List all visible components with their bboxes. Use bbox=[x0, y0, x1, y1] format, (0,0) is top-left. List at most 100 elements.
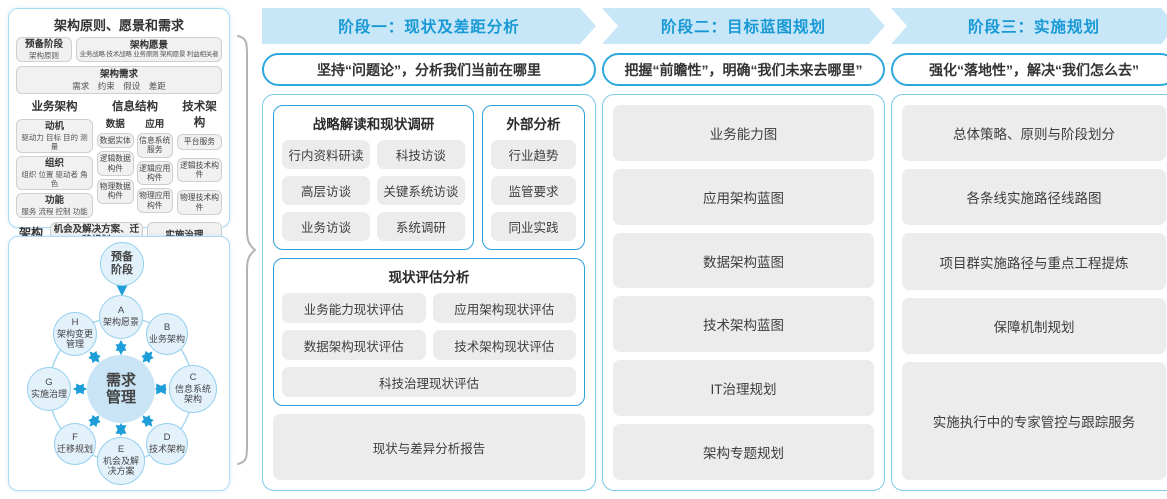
phase-2-item: IT治理规划 bbox=[613, 360, 874, 417]
prep-phase-sub: 架构原则 bbox=[29, 50, 59, 60]
phase-2-item: 架构专题规划 bbox=[613, 424, 874, 480]
data-item: 物理数据构件 bbox=[97, 178, 134, 204]
strategy-research-title: 战略解读和现状调研 bbox=[312, 117, 435, 132]
assessment-item: 技术架构现状评估 bbox=[432, 330, 576, 360]
adm-node-label: 技术架构 bbox=[148, 444, 185, 455]
assessment-item-full: 科技治理现状评估 bbox=[282, 367, 576, 397]
adm-node-g: G 实施治理 bbox=[27, 367, 71, 411]
data-item: 数据实体 bbox=[97, 132, 134, 149]
phase-2-subtitle: 把握“前瞻性”，明确“我们未来去哪里” bbox=[602, 53, 885, 86]
phase-3-item: 保障机制规划 bbox=[902, 297, 1166, 354]
phase-2-header-band: 阶段二：目标蓝图规划 bbox=[602, 8, 885, 44]
vision-sub: 业务战略 技术战略 业务原则 架构愿景 利益相关者 bbox=[79, 51, 219, 59]
phase-3-header-band: 阶段三：实施规划 bbox=[891, 8, 1167, 44]
function-title: 功能 bbox=[44, 194, 64, 206]
adm-node-letter: A bbox=[117, 305, 125, 317]
phase-3-item: 各条线实施路径线路图 bbox=[902, 169, 1166, 226]
phase-2-item: 技术架构蓝图 bbox=[613, 296, 874, 353]
adm-node-letter: D bbox=[163, 432, 171, 444]
business-architecture-column: 业务架构 动机 驱动力 目标 目的 测量 组织 组织 位置 驱动者 角色 功能 … bbox=[16, 98, 93, 218]
assessment-item: 数据架构现状评估 bbox=[282, 330, 426, 360]
technology-architecture-title: 技术架构 bbox=[182, 100, 217, 129]
arrow-d bbox=[141, 414, 154, 428]
adm-prep-circle: 预备阶段 bbox=[100, 242, 144, 286]
phase-1-column: 阶段一：现状及差距分析 坚持“问题论”，分析我们当前在哪里 战略解读和现状调研 … bbox=[262, 8, 596, 491]
technology-item: 物理技术构件 bbox=[177, 190, 222, 216]
function-box: 功能 服务 流程 控制 功能 bbox=[16, 192, 93, 218]
organization-box: 组织 组织 位置 驱动者 角色 bbox=[16, 155, 93, 190]
information-structure-title: 信息结构 bbox=[112, 100, 158, 113]
adm-node-d: D 技术架构 bbox=[146, 423, 188, 465]
assessment-box: 现状评估分析 业务能力现状评估 应用架构现状评估 数据架构现状评估 技术架构现状… bbox=[273, 258, 585, 406]
phase-2-item: 数据架构蓝图 bbox=[613, 232, 874, 289]
information-structure-column: 信息结构 数据 数据实体 逻辑数据构件 物理数据构件 应用 信息系统服务 逻辑应… bbox=[97, 98, 173, 218]
adm-node-label: 迁移规划 bbox=[56, 444, 93, 455]
motivation-sub: 驱动力 目标 目的 测量 bbox=[21, 132, 88, 151]
application-title: 应用 bbox=[145, 118, 165, 130]
motivation-box: 动机 驱动力 目标 目的 测量 bbox=[16, 118, 93, 153]
prep-vision-row: 预备阶段 架构原则 架构愿景 业务战略 技术战略 业务原则 架构愿景 利益相关者 bbox=[16, 37, 222, 62]
phase-3-column: 阶段三：实施规划 强化“落地性”，解决“我们怎么去” 总体策略、原则与阶段划分 … bbox=[891, 8, 1167, 491]
phase-3-item: 项目群实施路径与重点工程提炼 bbox=[902, 233, 1166, 290]
organization-sub: 组织 位置 驱动者 角色 bbox=[21, 169, 88, 188]
phase-1-container: 战略解读和现状调研 行内资料研读 科技访谈 高层访谈 关键系统访谈 业务访谈 系… bbox=[262, 94, 596, 491]
adm-node-label: 信息系统架构 bbox=[174, 384, 211, 405]
architecture-vision-box: 架构愿景 业务战略 技术战略 业务原则 架构愿景 利益相关者 bbox=[76, 37, 222, 62]
strategy-item: 业务访谈 bbox=[282, 212, 370, 241]
governance-title: 实施治理 bbox=[165, 229, 204, 241]
application-item: 逻辑应用构件 bbox=[136, 160, 173, 186]
adm-node-e: E 机会及解决方案 bbox=[97, 437, 145, 485]
adm-cycle-panel: 预备阶段 需求管理 A 架构愿景 B 业务架构 C 信息系统架构 D 技术架构 bbox=[8, 236, 230, 491]
business-architecture-title: 业务架构 bbox=[31, 100, 78, 113]
adm-prep-label: 预备阶段 bbox=[111, 251, 133, 276]
vision-title: 架构愿景 bbox=[129, 39, 168, 51]
function-sub: 服务 流程 控制 功能 bbox=[21, 206, 88, 216]
phase-2-container: 业务能力图 应用架构蓝图 数据架构蓝图 技术架构蓝图 IT治理规划 架构专题规划 bbox=[602, 94, 885, 491]
data-item: 逻辑数据构件 bbox=[97, 151, 134, 176]
phase-3-container: 总体策略、原则与阶段划分 各条线实施路径线路图 项目群实施路径与重点工程提炼 保… bbox=[891, 94, 1167, 491]
phase-3-subtitle: 强化“落地性”，解决“我们怎么去” bbox=[891, 53, 1167, 86]
adm-node-letter: G bbox=[45, 377, 53, 389]
phase-2-item: 应用架构蓝图 bbox=[613, 168, 874, 225]
adm-node-letter: H bbox=[71, 317, 79, 329]
strategy-item: 高层访谈 bbox=[282, 176, 370, 205]
adm-center-label: 需求管理 bbox=[105, 371, 136, 406]
adm-node-label: 业务架构 bbox=[148, 334, 185, 345]
adm-node-letter: E bbox=[117, 444, 125, 456]
requirements-title: 架构需求 bbox=[99, 68, 138, 80]
architecture-requirements-box: 架构需求 需求 约束 假设 差距 bbox=[16, 65, 222, 94]
external-item: 同业实践 bbox=[490, 212, 576, 241]
external-analysis-box: 外部分析 行业趋势 监管要求 同业实践 bbox=[481, 105, 585, 250]
organization-title: 组织 bbox=[44, 157, 64, 169]
motivation-title: 动机 bbox=[44, 120, 64, 132]
panel-title: 架构原则、愿景和需求 bbox=[53, 18, 184, 33]
assessment-item: 应用架构现状评估 bbox=[432, 293, 576, 323]
external-item: 监管要求 bbox=[490, 176, 576, 205]
technology-item: 逻辑技术构件 bbox=[177, 157, 222, 183]
strategy-item: 系统调研 bbox=[376, 212, 465, 241]
application-item: 信息系统服务 bbox=[136, 132, 173, 158]
adm-node-label: 架构变更管理 bbox=[56, 329, 93, 350]
phase-3-item: 实施执行中的专家管控与跟踪服务 bbox=[902, 361, 1166, 481]
brace-column bbox=[236, 8, 256, 491]
adm-node-c: C 信息系统架构 bbox=[169, 365, 217, 413]
application-item: 物理应用构件 bbox=[136, 188, 173, 213]
technology-item: 平台服务 bbox=[177, 134, 222, 150]
assessment-title: 现状评估分析 bbox=[388, 270, 470, 285]
adm-node-label: 架构愿景 bbox=[102, 317, 139, 328]
strategy-item: 行内资料研读 bbox=[282, 140, 370, 169]
strategy-research-box: 战略解读和现状调研 行内资料研读 科技访谈 高层访谈 关键系统访谈 业务访谈 系… bbox=[273, 105, 474, 250]
strategy-item: 科技访谈 bbox=[376, 140, 465, 169]
phase-1-header-band: 阶段一：现状及差距分析 bbox=[262, 8, 596, 44]
adm-node-label: 机会及解决方案 bbox=[102, 456, 139, 477]
adm-node-b: B 业务架构 bbox=[146, 313, 188, 355]
adm-center-circle: 需求管理 bbox=[87, 355, 155, 423]
requirements-sub: 需求 约束 假设 差距 bbox=[72, 80, 166, 91]
external-analysis-title: 外部分析 bbox=[506, 117, 561, 132]
adm-node-h: H 架构变更管理 bbox=[53, 312, 97, 356]
strategy-item: 关键系统访谈 bbox=[376, 176, 465, 205]
adm-node-label: 实施治理 bbox=[30, 389, 67, 400]
adm-node-f: F 迁移规划 bbox=[54, 423, 96, 465]
phase-3-item: 总体策略、原则与阶段划分 bbox=[902, 105, 1166, 162]
